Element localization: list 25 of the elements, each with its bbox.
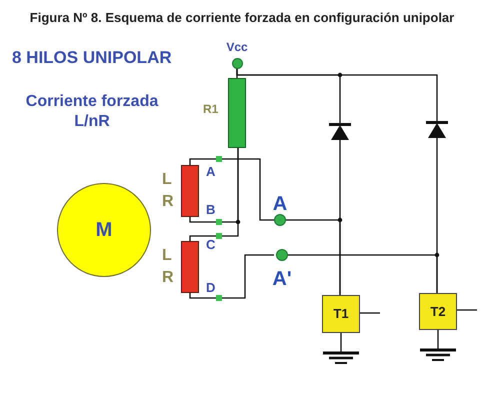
heading-text: 8 HILOS UNIPOLAR [12,47,172,69]
wire [189,148,239,241]
wire [436,138,438,293]
pin-label: D [206,279,216,297]
resistor-label: R1 [203,101,218,118]
heading-text: Corriente forzada L/nR [24,92,160,132]
terminal-label: Vcc [226,40,248,54]
coil-label: R [162,192,174,212]
pin-label: B [206,201,216,219]
pin-label: A [206,163,216,181]
figure-title: Figura Nº 8. Esquema de corriente forzada en configuración unipolar [28,9,456,27]
diode-symbol [328,123,352,140]
wire [339,140,341,295]
diode-symbol [425,121,449,138]
terminal-label: A' [272,269,292,289]
transistor-box: T2 [419,293,457,330]
wire [189,158,274,221]
coil-label: L [162,246,173,266]
coil-label: L [162,170,173,190]
transistor-box: T1 [322,295,360,333]
coil-label: R [162,268,174,288]
pin-label: C [206,236,216,254]
wire [236,68,438,121]
wire [189,254,274,299]
terminal-label: A [272,194,288,214]
